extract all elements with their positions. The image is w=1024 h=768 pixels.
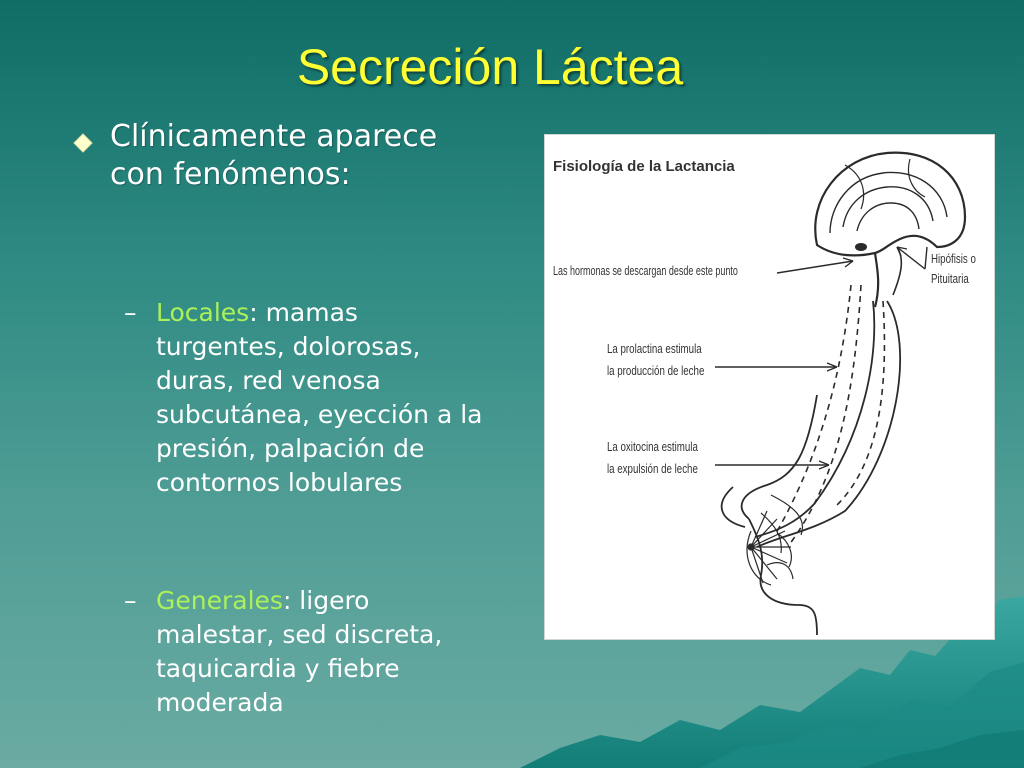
prolactin-label-1: La prolactina estimula <box>607 343 702 356</box>
hormone-pathways <box>754 284 902 548</box>
lactation-physiology-figure: Fisiología de la Lactancia Hipófisis o <box>544 134 995 640</box>
main-bullet-text: Clínicamente aparece con fenómenos: <box>110 119 438 192</box>
sub-bullet-generales: Generales: ligero malestar, sed discreta… <box>156 584 486 720</box>
prolactin-label-2: la producción de leche <box>607 365 704 378</box>
brain-illustration <box>814 151 967 308</box>
pituitary-label-1: Hipófisis o <box>931 253 976 266</box>
sub-bullet-dash: – <box>124 586 137 615</box>
breast-illustration <box>720 394 818 636</box>
sub-bullet-text: : ligero malestar, sed discreta, taquica… <box>156 586 443 717</box>
diamond-bullet-icon <box>73 133 93 153</box>
pituitary-arrow <box>896 246 928 270</box>
figure-title: Fisiología de la Lactancia <box>553 158 735 175</box>
oxytocin-arrow <box>715 460 830 470</box>
lactation-diagram: Fisiología de la Lactancia Hipófisis o <box>553 151 976 636</box>
sub-bullet-dash: – <box>124 298 137 327</box>
sub-bullet-keyword: Locales <box>156 298 250 327</box>
prolactin-arrow <box>715 362 838 372</box>
release-point-arrow <box>776 257 854 274</box>
sub-bullet-text: : mamas turgentes, dolorosas, duras, red… <box>156 298 483 497</box>
sub-bullet-keyword: Generales <box>156 586 283 615</box>
slide-title: Secreción Láctea <box>296 39 684 95</box>
milk-ducts <box>747 510 791 584</box>
pituitary-label-2: Pituitaria <box>931 273 970 286</box>
release-point-label: Las hormonas se descargan desde este pun… <box>553 265 738 279</box>
oxytocin-label-2: la expulsión de leche <box>607 463 698 476</box>
oxytocin-label-1: La oxitocina estimula <box>607 441 699 454</box>
sub-bullet-locales: Locales: mamas turgentes, dolorosas, dur… <box>156 296 486 500</box>
